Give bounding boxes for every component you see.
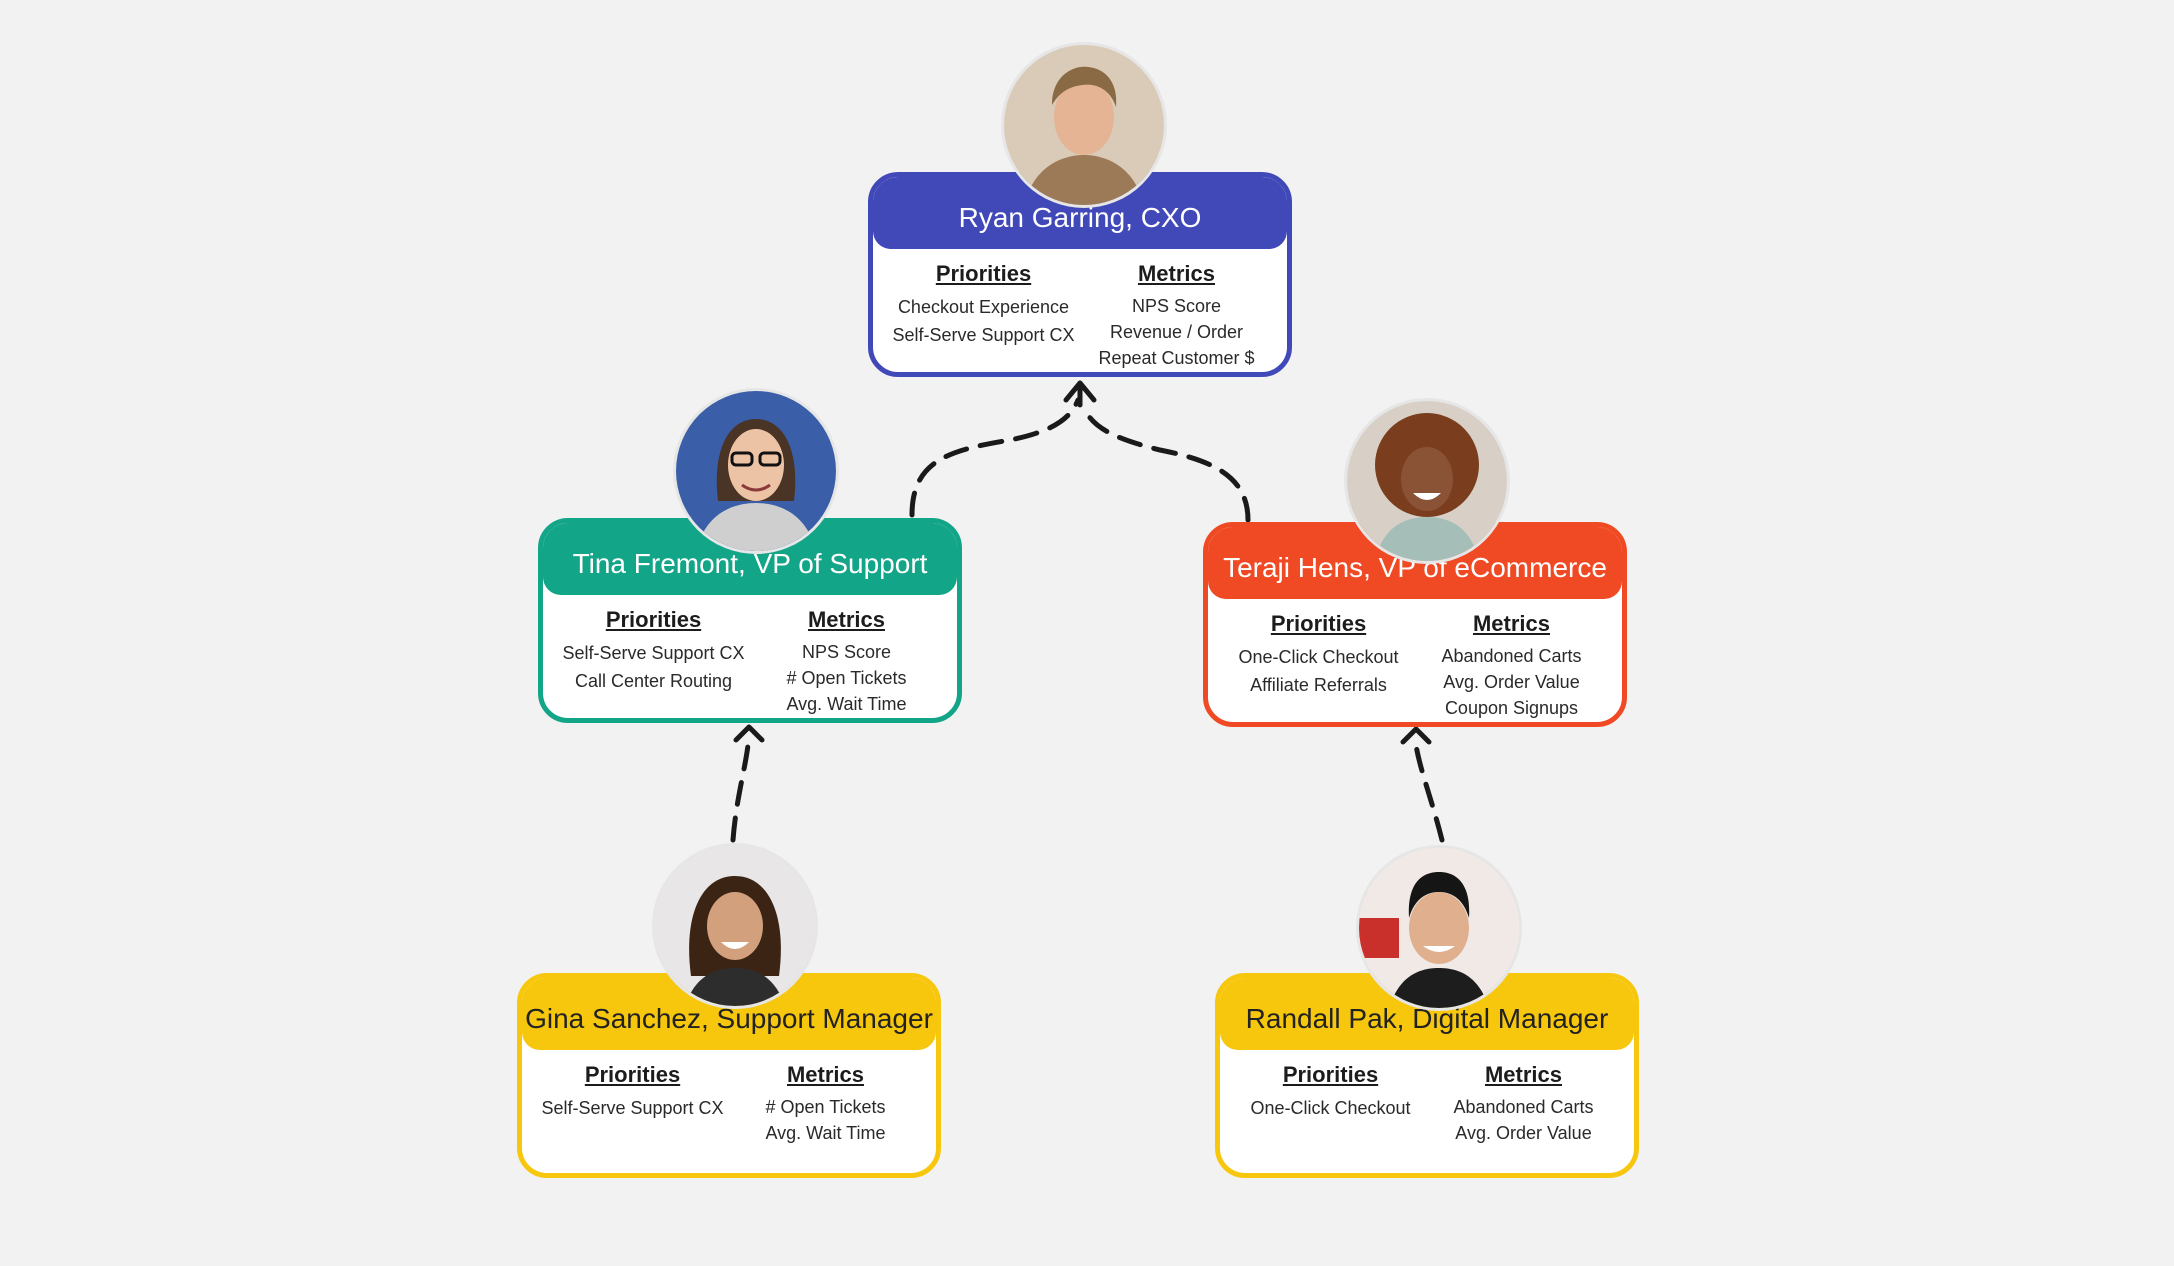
metric-item: Avg. Order Value [1443,672,1580,692]
metric-item: Abandoned Carts [1441,646,1582,666]
priorities-title: Priorities [1270,611,1367,636]
metrics-column: Metrics Abandoned Carts Avg. Order Value… [1415,611,1608,721]
metric-item: Coupon Signups [1444,698,1579,718]
connector-tina-to-ryan [909,397,1081,518]
node-tina[interactable]: Tina Fremont, VP of Support Priorities S… [538,518,962,723]
priority-item: Call Center Routing [574,671,733,691]
metrics-column: Metrics Abandoned Carts Avg. Order Value [1427,1062,1620,1146]
priority-item: One-Click Checkout [1250,1098,1411,1118]
metrics-title: Metrics [1472,611,1551,636]
priorities-column: Priorities Self-Serve Support CX [536,1062,729,1146]
priority-item: Affiliate Referrals [1250,675,1387,695]
metric-item: Repeat Customer $ [1098,348,1255,368]
priority-item: Self-Serve Support CX [562,643,745,663]
priorities-title: Priorities [935,261,1032,286]
node-gina[interactable]: Gina Sanchez, Support Manager Priorities… [517,973,941,1178]
metric-item: Abandoned Carts [1453,1097,1594,1117]
metrics-column: Metrics NPS Score # Open Tickets Avg. Wa… [750,607,943,717]
priorities-column: Priorities One-Click Checkout [1234,1062,1427,1146]
metric-item: NPS Score [801,642,892,662]
node-tina-name: Tina Fremont, VP of Support [543,523,957,595]
priority-item: Self-Serve Support CX [892,325,1075,345]
priorities-title: Priorities [1282,1062,1379,1087]
priorities-column: Priorities Checkout Experience Self-Serv… [887,261,1080,371]
metric-item: # Open Tickets [765,1097,886,1117]
priority-item: Checkout Experience [897,297,1070,317]
avatar-gina [652,843,818,1009]
metric-item: Avg. Wait Time [765,1123,886,1143]
metrics-column: Metrics NPS Score Revenue / Order Repeat… [1080,261,1273,371]
arrowhead-teraji [1400,726,1432,745]
metrics-title: Metrics [786,1062,865,1087]
metrics-title: Metrics [807,607,886,632]
metric-item: NPS Score [1131,296,1222,316]
priority-item: One-Click Checkout [1238,647,1399,667]
arrowhead-ryan [1063,380,1097,408]
node-randall[interactable]: Randall Pak, Digital Manager Priorities … [1215,973,1639,1178]
metric-item: Avg. Order Value [1455,1123,1592,1143]
priorities-column: Priorities Self-Serve Support CX Call Ce… [557,607,750,717]
metrics-column: Metrics # Open Tickets Avg. Wait Time [729,1062,922,1146]
arrowhead-tina [733,724,765,743]
avatar-ryan [1001,42,1167,208]
metrics-title: Metrics [1137,261,1216,286]
connector-gina-to-tina [730,742,751,843]
priorities-title: Priorities [584,1062,681,1087]
avatar-teraji [1344,398,1510,564]
avatar-tina [673,388,839,554]
priorities-column: Priorities One-Click Checkout Affiliate … [1222,611,1415,721]
node-ryan[interactable]: Ryan Garring, CXO Priorities Checkout Ex… [868,172,1292,377]
metric-item: Avg. Wait Time [786,694,907,714]
priority-item: Self-Serve Support CX [541,1098,724,1118]
metric-item: Revenue / Order [1109,322,1244,342]
avatar-randall [1356,845,1522,1011]
metric-item: # Open Tickets [786,668,907,688]
metrics-title: Metrics [1484,1062,1563,1087]
priorities-title: Priorities [605,607,702,632]
connector-teraji-to-ryan [1082,407,1251,523]
connector-randall-to-teraji [1413,742,1445,843]
